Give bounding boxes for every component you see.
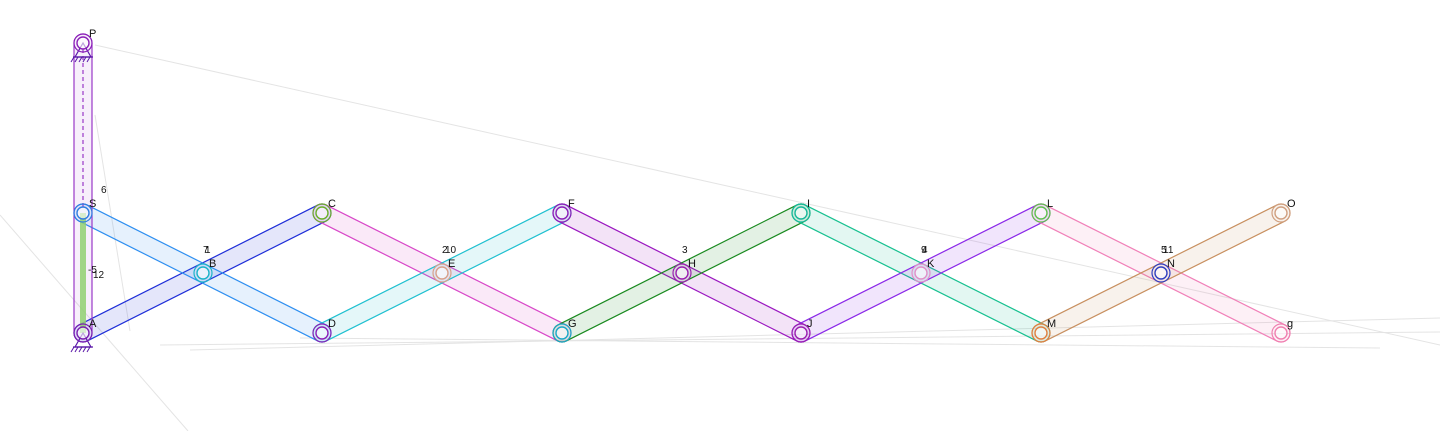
joint-label: N xyxy=(1167,258,1175,270)
link-number: 12 xyxy=(93,270,105,281)
joint-N[interactable] xyxy=(1151,263,1171,283)
joint-label: O xyxy=(1287,198,1296,210)
joint-label: P xyxy=(89,28,96,40)
joint-E[interactable] xyxy=(432,263,452,283)
joint-P[interactable] xyxy=(73,33,93,53)
trace-line xyxy=(299,337,1381,349)
joint-label: E xyxy=(448,258,455,270)
trace-line xyxy=(0,214,189,431)
joint-label: B xyxy=(209,258,216,270)
joint-D[interactable] xyxy=(312,323,332,343)
joint-label: L xyxy=(1047,198,1053,210)
joint-I[interactable] xyxy=(791,203,811,223)
slider-rod[interactable] xyxy=(80,213,86,333)
joint-B[interactable] xyxy=(193,263,213,283)
joint-L[interactable] xyxy=(1031,203,1051,223)
joint-C[interactable] xyxy=(312,203,332,223)
joint-label: G xyxy=(568,318,577,330)
trace-line xyxy=(94,44,1440,346)
joint-label: I xyxy=(807,198,810,210)
link-number: 4 xyxy=(922,245,928,256)
joint-label: H xyxy=(688,258,696,270)
link-number: 5 xyxy=(1161,245,1167,256)
joint-label: J xyxy=(807,318,813,330)
ground-icon xyxy=(70,331,93,353)
joint-Q[interactable] xyxy=(1271,323,1291,343)
ground-icon xyxy=(70,41,93,63)
link-number: 11 xyxy=(1163,245,1174,256)
joints-layer xyxy=(70,33,1291,353)
joint-H[interactable] xyxy=(672,263,692,283)
trace-line xyxy=(189,317,1440,351)
joint-G[interactable] xyxy=(552,323,572,343)
joint-label: A xyxy=(89,318,97,330)
trace-line xyxy=(94,114,131,332)
joint-label: C xyxy=(328,198,336,210)
joint-F[interactable] xyxy=(552,203,572,223)
joint-label: K xyxy=(927,258,935,270)
joint-A[interactable] xyxy=(73,323,93,343)
link-number: 6 xyxy=(101,185,107,196)
joint-label: D xyxy=(328,318,336,330)
link-number: 2 xyxy=(442,245,448,256)
joint-label: g xyxy=(1287,318,1293,330)
joint-O[interactable] xyxy=(1271,203,1291,223)
joint-label: F xyxy=(568,198,575,210)
link-number: 7 xyxy=(203,245,209,256)
link-number: 3 xyxy=(682,245,688,256)
joint-label: S xyxy=(89,198,96,210)
joint-K[interactable] xyxy=(911,263,931,283)
slider-link[interactable] xyxy=(73,33,93,343)
link-number: 10 xyxy=(445,245,457,256)
joint-S[interactable] xyxy=(73,203,93,223)
joint-label: M xyxy=(1047,318,1056,330)
link-number: 1 xyxy=(205,245,211,256)
link-number: -5 xyxy=(88,265,97,276)
joint-J[interactable] xyxy=(791,323,811,343)
joint-M[interactable] xyxy=(1031,323,1051,343)
link-number: 9 xyxy=(921,245,927,256)
